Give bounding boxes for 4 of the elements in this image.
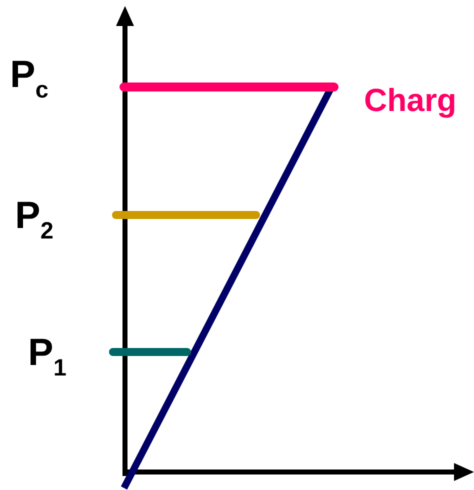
axis-label: Charg: [364, 84, 456, 116]
axis-label: P$_{2}$: [15, 197, 54, 244]
axis-label: P$_{1}$: [28, 334, 66, 380]
axis-label: P$_{c}$: [10, 56, 48, 102]
